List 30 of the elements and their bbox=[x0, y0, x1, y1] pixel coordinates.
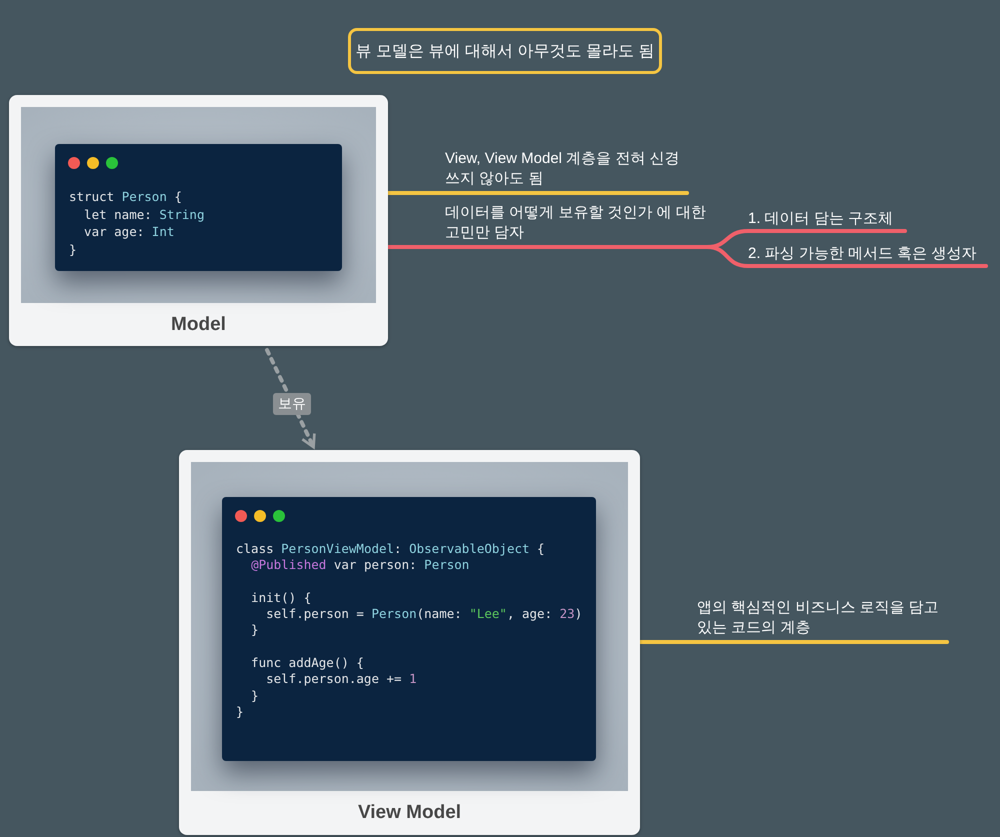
code-line: let name: String bbox=[83, 206, 204, 223]
code-line: @Published var person: Person bbox=[250, 557, 470, 574]
code-line: } bbox=[250, 622, 259, 639]
connector-line bbox=[386, 191, 689, 195]
screenshot-card bbox=[9, 95, 388, 346]
code-line: } bbox=[250, 688, 259, 704]
edge-label: 보유 bbox=[273, 393, 311, 415]
card-title: View Model bbox=[356, 801, 462, 825]
code-line: struct Person { bbox=[69, 188, 182, 206]
code-line: self.person = Person(name: "Lee", age: 23) bbox=[265, 606, 582, 622]
code-line: self.person.age += 1 bbox=[265, 671, 417, 688]
code-window bbox=[222, 497, 596, 761]
connector-line bbox=[705, 245, 988, 268]
code-line: } bbox=[236, 704, 244, 720]
connector-line bbox=[638, 640, 949, 644]
code-line: var age: Int bbox=[83, 223, 174, 240]
code-line: } bbox=[69, 240, 77, 258]
annotation-text: 앱의 핵심적인 비즈니스 로직을 담고 있는 코드의 계층 bbox=[697, 596, 947, 642]
annotation-text: 데이터를 어떻게 보유할 것인가 에 대한 고민만 담자 bbox=[445, 202, 707, 247]
connector-line bbox=[386, 245, 709, 249]
card-title: Model bbox=[170, 312, 227, 336]
list-item: 2. 파싱 가능한 메서드 혹은 생성자 bbox=[748, 240, 986, 266]
annotation-text: View, View Model 계층을 전혀 신경 쓰지 않아도 됨 bbox=[445, 148, 687, 193]
screenshot-card bbox=[179, 450, 640, 835]
code-line: class PersonViewModel: ObservableObject { bbox=[236, 541, 545, 558]
code-window bbox=[55, 144, 342, 271]
code-line: init() { bbox=[250, 590, 312, 606]
code-line: func addAge() { bbox=[250, 655, 364, 672]
callout-box: 뷰 모델은 뷰에 대해서 아무것도 몰라도 됨 bbox=[348, 28, 662, 74]
list-item: 1. 데이터 담는 구조체 bbox=[748, 205, 905, 231]
